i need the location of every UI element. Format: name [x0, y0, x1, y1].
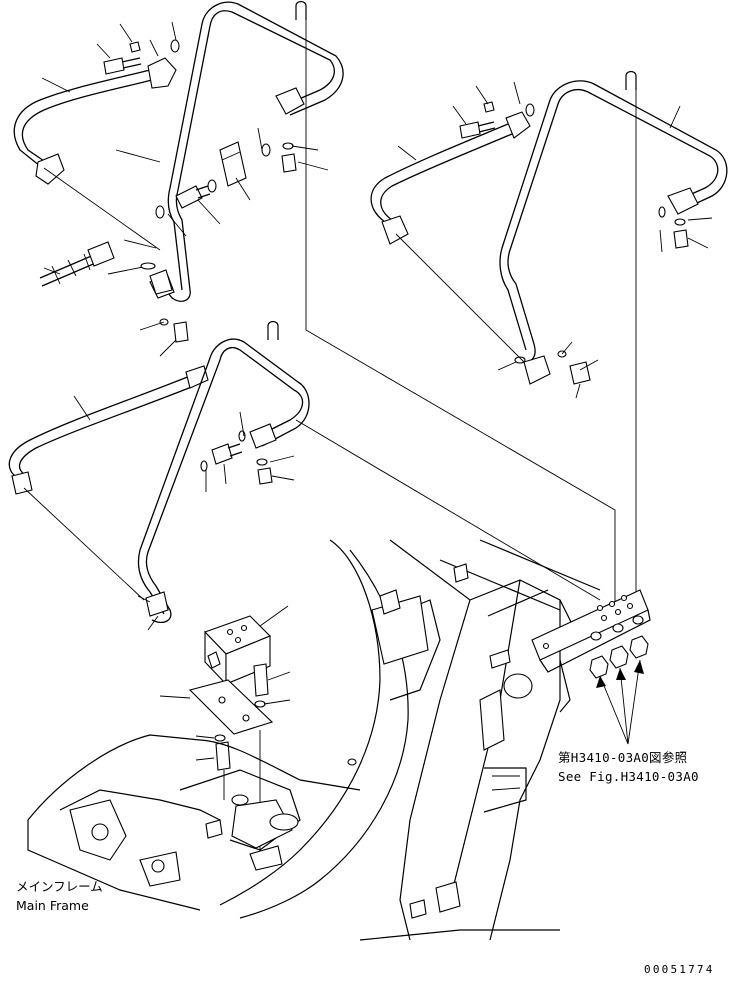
nut-icon — [589, 655, 609, 679]
washer-icon — [612, 623, 624, 633]
bolt-icon — [257, 467, 273, 485]
drawing-number: 00051774 — [644, 963, 715, 976]
washer-icon — [282, 142, 294, 150]
hose-fitting-icon — [87, 241, 115, 267]
o-ring-icon — [170, 39, 180, 53]
reference-note-jp: 第H3410-03A0図参照 — [558, 750, 688, 765]
u-bolt-top — [295, 0, 616, 620]
o-ring-icon — [207, 179, 217, 193]
washer-icon — [590, 631, 602, 641]
bolt-icon — [103, 57, 142, 75]
washer-icon — [674, 218, 686, 226]
nut-icon — [609, 645, 629, 669]
o-ring-icon — [658, 206, 666, 218]
bolt-icon — [173, 321, 189, 343]
union-fitting-icon — [219, 141, 247, 187]
o-ring-icon — [238, 430, 246, 442]
washer-icon — [129, 41, 141, 53]
connector-icon — [175, 185, 211, 209]
bolt-icon — [673, 229, 689, 249]
nut-icon — [629, 635, 649, 659]
flange-clamp-icon — [145, 591, 169, 617]
o-ring-icon — [514, 356, 526, 364]
hose-fitting-icon — [185, 365, 209, 389]
o-ring-icon — [155, 205, 165, 219]
washer-icon — [254, 700, 266, 708]
washer-icon — [256, 458, 268, 466]
washer-icon — [483, 101, 495, 113]
union-fitting-icon — [275, 87, 305, 115]
pipe-assembly-tall-right — [43, 70, 728, 600]
washer-icon — [214, 734, 226, 742]
union-fitting-icon — [249, 423, 277, 449]
frame-label-en: Main Frame — [16, 898, 89, 913]
pipe-assembly-upper-left — [13, 21, 180, 185]
o-ring-icon — [140, 262, 156, 270]
o-ring-icon — [525, 103, 535, 117]
frame-label-jp: メインフレーム — [16, 879, 103, 894]
main-frame-structure — [27, 539, 651, 941]
union-fitting-icon — [667, 187, 699, 215]
pipe-assembly-upper-right — [370, 81, 535, 245]
bolt-icon — [459, 121, 496, 139]
hose-fitting-icon — [11, 471, 33, 495]
bolt-icon — [215, 741, 231, 771]
flange-clamp-icon — [381, 215, 409, 245]
o-ring-icon — [261, 143, 271, 157]
o-ring-icon — [200, 460, 208, 472]
pipe-assembly-tall-upper — [115, 1, 344, 302]
pipe-assembly-middle — [8, 320, 601, 631]
flange-clamp-icon — [149, 269, 173, 295]
bolt-icon — [569, 361, 591, 385]
flange-clamp-icon — [523, 355, 551, 385]
bolt-icon — [281, 153, 297, 173]
bracket-icon — [188, 679, 274, 735]
washer-icon — [632, 615, 644, 625]
reference-note-en: See Fig.H3410-03A0 — [558, 769, 699, 784]
flange-clamp-icon — [505, 111, 531, 139]
bolt-icon — [253, 663, 269, 697]
reference-arrows — [596, 659, 644, 745]
connector-icon — [211, 443, 243, 465]
fittings-upper-middle — [39, 127, 329, 357]
valve-block-assembly — [159, 605, 291, 854]
flange-clamp-icon — [147, 57, 177, 89]
